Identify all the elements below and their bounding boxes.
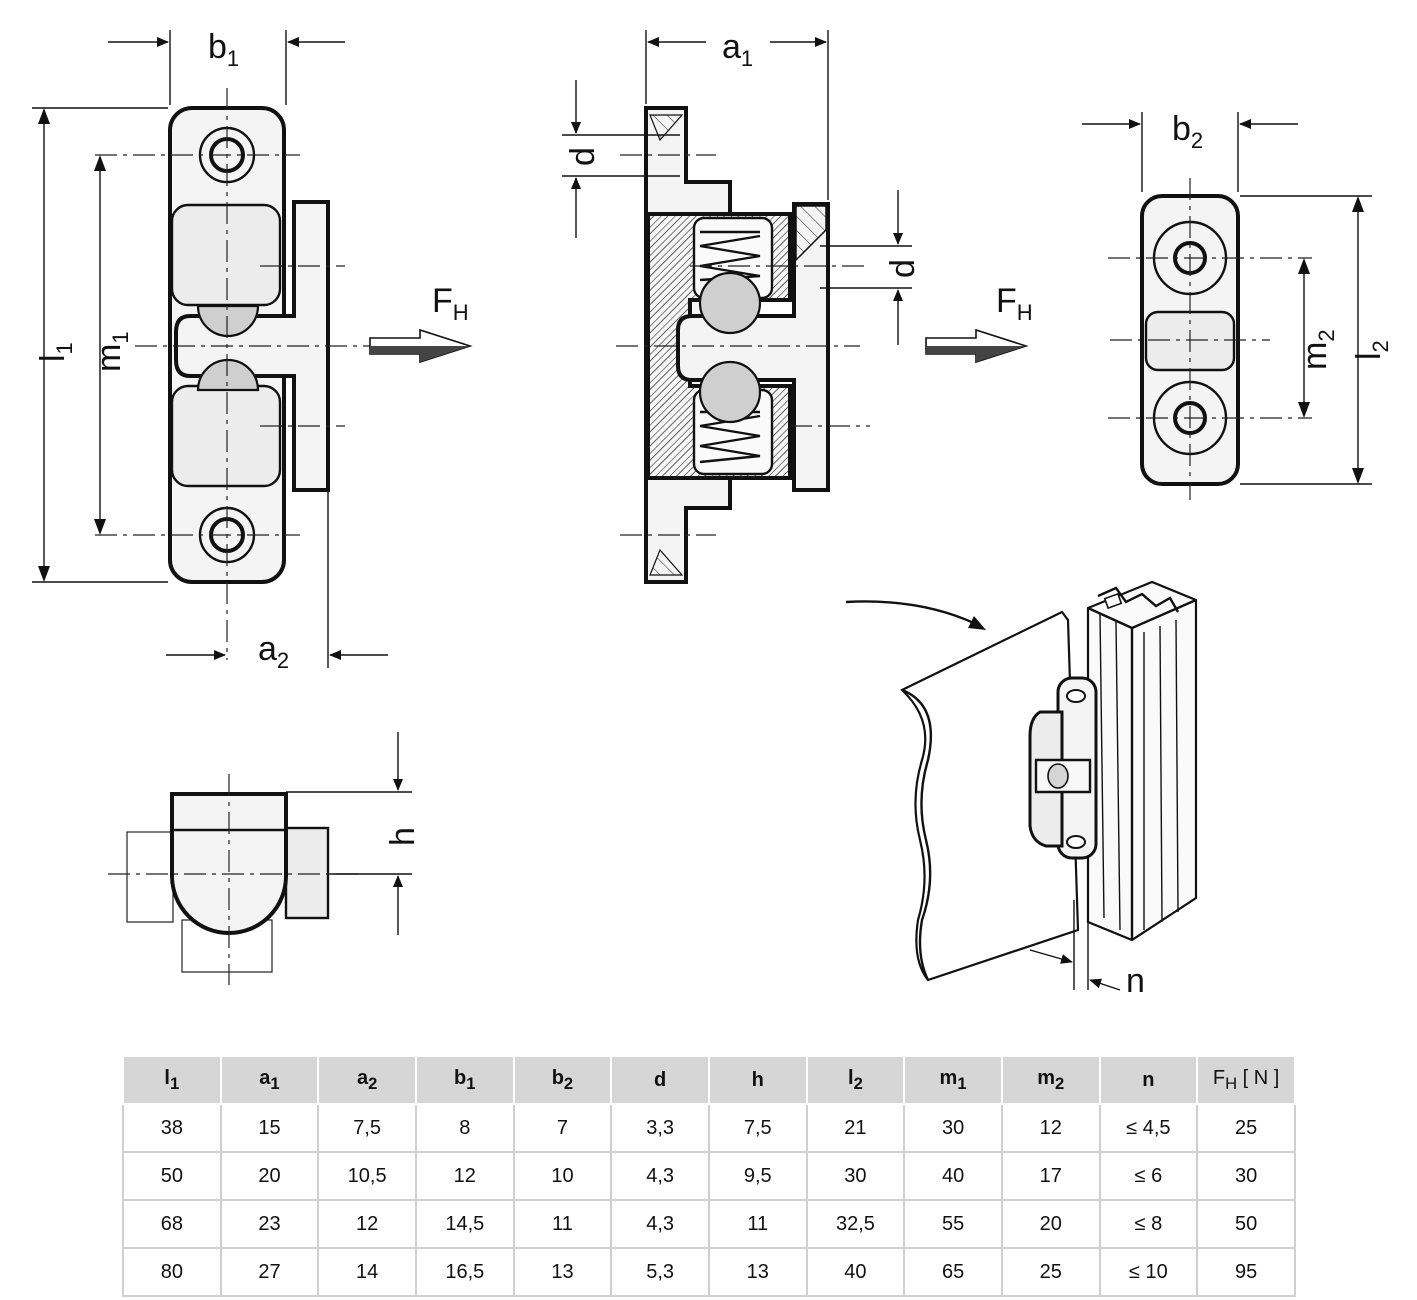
table-cell: ≤ 6 — [1098, 1151, 1199, 1201]
label-d-right: d — [884, 259, 922, 278]
table-row: 50 20 10,5 12 10 4,3 9,5 30 40 17 ≤ 6 30 — [122, 1151, 1296, 1201]
col-n: n — [1098, 1055, 1199, 1105]
col-d: d — [610, 1055, 710, 1105]
table-cell: 14,5 — [414, 1199, 515, 1249]
table-cell: 10,5 — [317, 1151, 417, 1201]
table-cell: 13 — [512, 1247, 613, 1297]
table-cell: 8 — [414, 1104, 515, 1153]
table-cell: 9,5 — [707, 1151, 808, 1201]
label-d-left: d — [564, 147, 602, 166]
table-cell: 5,3 — [610, 1247, 710, 1297]
table-cell: 20 — [1000, 1199, 1101, 1249]
table-row: 80 27 14 16,5 13 5,3 13 40 65 25 ≤ 10 95 — [122, 1247, 1296, 1297]
table-cell: 11 — [707, 1199, 808, 1249]
table-cell: 13 — [707, 1247, 808, 1297]
label-b1: b1 — [208, 28, 239, 71]
table-cell: 30 — [1196, 1151, 1296, 1201]
table-cell: 40 — [805, 1247, 906, 1297]
label-l2: l2 — [1350, 340, 1393, 360]
table-cell: 25 — [1000, 1247, 1101, 1297]
table-cell: 7,5 — [317, 1104, 417, 1153]
table-cell: 16,5 — [414, 1247, 515, 1297]
col-l2: l2 — [805, 1055, 906, 1105]
label-a1: a1 — [722, 28, 753, 71]
table-cell: ≤ 4,5 — [1098, 1104, 1199, 1153]
front-view: b1 a2 l1 m1 FH — [32, 28, 473, 673]
table-row: 68 23 12 14,5 11 4,3 11 32,5 55 20 ≤ 8 5… — [122, 1199, 1296, 1249]
table-cell: ≤ 10 — [1098, 1247, 1199, 1297]
table-cell: 17 — [1000, 1151, 1101, 1201]
table-cell: 32,5 — [805, 1199, 906, 1249]
col-b1: b1 — [414, 1055, 515, 1105]
label-b2: b2 — [1172, 110, 1203, 153]
col-fh: FH [ N ] — [1196, 1055, 1296, 1105]
table-cell: 50 — [122, 1151, 222, 1201]
col-m2: m2 — [1000, 1055, 1101, 1105]
table-cell: 50 — [1196, 1199, 1296, 1249]
label-fh-2: FH — [996, 282, 1033, 325]
table-cell: 38 — [122, 1104, 222, 1153]
table-cell: 4,3 — [610, 1151, 710, 1201]
table-cell: 15 — [219, 1104, 320, 1153]
top-view: h — [108, 732, 422, 985]
table-cell: 65 — [903, 1247, 1003, 1297]
table-cell: 40 — [903, 1151, 1003, 1201]
table-cell: 7 — [512, 1104, 613, 1153]
table-cell: 4,3 — [610, 1199, 710, 1249]
table-cell: 80 — [122, 1247, 222, 1297]
table-cell: 21 — [805, 1104, 906, 1153]
table-cell: ≤ 8 — [1098, 1199, 1199, 1249]
col-a1: a1 — [219, 1055, 320, 1105]
table-cell: 30 — [805, 1151, 906, 1201]
table-cell: 27 — [219, 1247, 320, 1297]
label-h: h — [384, 827, 422, 846]
application-isometric-view: n — [845, 580, 1198, 1000]
table-cell: 55 — [903, 1199, 1003, 1249]
table-cell: 68 — [122, 1199, 222, 1249]
table-header-row: l1 a1 a2 b1 b2 d h l2 m1 m2 n FH [ N ] — [122, 1055, 1296, 1105]
table-cell: 20 — [219, 1151, 320, 1201]
table-cell: 10 — [512, 1151, 613, 1201]
label-l1: l1 — [34, 342, 77, 362]
label-a2: a2 — [258, 630, 289, 673]
col-l1: l1 — [122, 1055, 222, 1105]
table-cell: 12 — [414, 1151, 515, 1201]
table-cell: 12 — [317, 1199, 417, 1249]
col-b2: b2 — [512, 1055, 613, 1105]
technical-drawing: b1 a2 l1 m1 FH — [32, 28, 1393, 1000]
section-view: a1 d d FH — [562, 28, 1033, 584]
table-cell: 12 — [1000, 1104, 1101, 1153]
label-m2: m2 — [1296, 329, 1339, 370]
table-cell: 30 — [903, 1104, 1003, 1153]
label-n: n — [1126, 962, 1145, 1000]
table-cell: 25 — [1196, 1104, 1296, 1153]
col-h: h — [707, 1055, 808, 1105]
col-m1: m1 — [903, 1055, 1003, 1105]
label-fh-1: FH — [432, 282, 469, 325]
table-cell: 7,5 — [707, 1104, 808, 1153]
counter-plate-view: b2 l2 m2 — [1082, 110, 1393, 500]
label-m1: m1 — [90, 331, 133, 372]
table-cell: 3,3 — [610, 1104, 710, 1153]
table-cell: 14 — [317, 1247, 417, 1297]
table-cell: 23 — [219, 1199, 320, 1249]
table-cell: 11 — [512, 1199, 613, 1249]
table-cell: 95 — [1196, 1247, 1296, 1297]
dimensions-table: l1 a1 a2 b1 b2 d h l2 m1 m2 n FH [ N ] 3… — [122, 1055, 1296, 1297]
table-row: 38 15 7,5 8 7 3,3 7,5 21 30 12 ≤ 4,5 25 — [122, 1104, 1296, 1153]
col-a2: a2 — [317, 1055, 417, 1105]
